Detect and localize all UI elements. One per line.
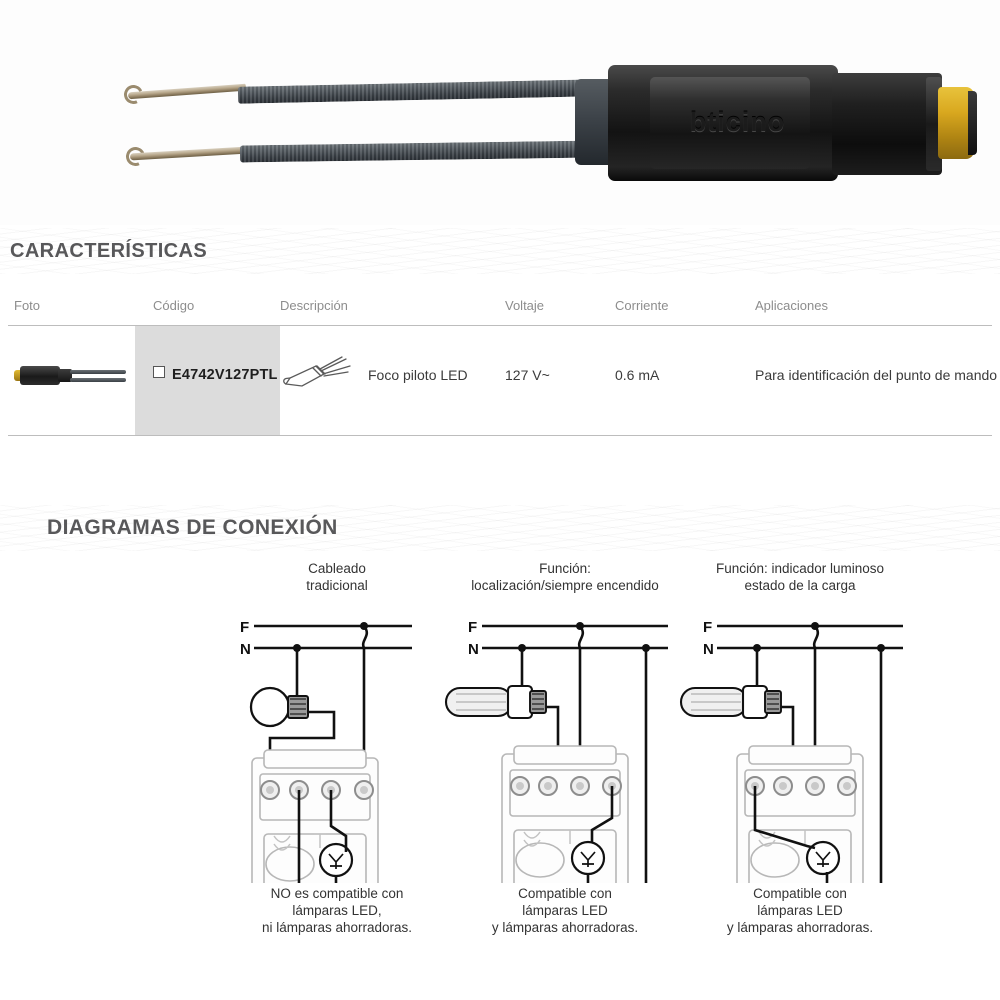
code-checkbox[interactable] — [153, 366, 165, 378]
table-row: E4742V127PTL — [0, 325, 1000, 425]
pilot-lamp-symbol — [805, 840, 841, 876]
switch-module-markings — [273, 833, 326, 851]
thumbnail-neck — [58, 369, 72, 382]
switch-module-markings — [758, 829, 811, 847]
diagram-3-caption-top: Función: indicador luminoso estado de la… — [675, 560, 925, 600]
live-to-switch-wire — [361, 625, 369, 790]
switch-module-body — [251, 749, 379, 883]
wiring-diagram-indicador-carga: Función: indicador luminoso estado de la… — [675, 560, 925, 935]
diagram-1-caption-top: Cableado tradicional — [212, 560, 462, 600]
diagram-1-caption-top-line2: tradicional — [306, 578, 368, 593]
diagram-2-caption-top-line1: Función: — [539, 561, 591, 576]
lamp-barrel-collar — [650, 77, 810, 169]
led-lens-rim — [968, 91, 977, 155]
table-top-rule — [8, 325, 992, 326]
features-header-texture — [0, 228, 1000, 274]
product-code-text: E4742V127PTL — [172, 367, 278, 383]
product-thumbnail-icon — [14, 360, 126, 390]
neutral-label: N — [468, 641, 479, 658]
diagram-1-caption-top-line1: Cableado — [308, 561, 366, 576]
diagram-2-caption-bottom-line1: Compatible con — [518, 886, 612, 901]
live-label: F — [240, 619, 249, 636]
diagram-1-caption-bottom-line1: NO es compatible con — [270, 886, 404, 901]
diagram-3-caption-bottom-line3: y lámparas ahorradoras. — [726, 920, 874, 935]
lamp-neck — [832, 73, 942, 175]
neutral-label: N — [240, 641, 251, 658]
product-hero-image: bticino — [0, 0, 1000, 225]
cell-foto — [0, 360, 135, 390]
pilot-return-to-neutral — [825, 648, 883, 883]
insulated-wire-lower — [239, 140, 599, 163]
wiring-diagram-cableado-tradicional: Cableado tradicional F N — [212, 560, 462, 935]
terminal-row — [745, 776, 857, 796]
diagram-3-caption-bottom-line1: Compatible con — [753, 886, 847, 901]
diagram-3-caption-bottom-line2: lámparas LED — [757, 903, 843, 918]
features-section-title: CARACTERÍSTICAS — [10, 240, 208, 262]
wire-tip-lower — [129, 146, 249, 161]
diagram-2-caption-top-line2: localización/siempre encendido — [471, 578, 659, 593]
pilot-wire-left — [297, 790, 338, 883]
column-header-foto: Foto — [14, 297, 41, 313]
thumbnail-body — [20, 366, 60, 385]
product-photo: bticino — [110, 35, 977, 195]
table-bottom-rule — [8, 435, 992, 436]
pilot-lamp-symbol — [570, 840, 606, 876]
table-header-row: Foto Código Descripción Voltaje Corrient… — [0, 285, 1000, 325]
diagram-1-caption-bottom-line3: ni lámparas ahorradoras. — [261, 920, 413, 935]
column-header-codigo: Código — [153, 297, 195, 313]
wire-tip-upper — [127, 83, 247, 100]
live-label: F — [703, 619, 712, 636]
neutral-label: N — [703, 641, 714, 658]
wiring-diagram-localizacion: Función: localización/siempre encendido … — [440, 560, 690, 935]
cell-aplicaciones: Para identificación del punto de mando — [755, 367, 998, 383]
insulated-wire-upper — [237, 79, 599, 104]
thumbnail-wire-upper — [70, 370, 126, 374]
column-header-corriente: Corriente — [615, 297, 669, 313]
column-header-descripcion: Descripción — [280, 297, 348, 313]
diagrams-header-texture — [0, 505, 1000, 551]
led-lamp-line-icon — [283, 356, 351, 387]
diagram-2-caption-bottom-line3: y lámparas ahorradoras. — [491, 920, 639, 935]
brand-logo-emboss: bticino — [689, 106, 786, 137]
diagram-2-caption-bottom: Compatible con lámparas LED y lámparas a… — [440, 885, 690, 936]
diagram-2-caption-bottom-line2: lámparas LED — [522, 903, 608, 918]
diagram-3-schematic: F N — [679, 619, 903, 883]
cell-corriente: 0.6 mA — [615, 367, 660, 383]
wiring-diagrams-group: Cableado tradicional F N — [0, 560, 1000, 960]
diagram-3-caption-bottom: Compatible con lámparas LED y lámparas a… — [675, 885, 925, 936]
cell-codigo: E4742V127PTL — [135, 366, 280, 384]
diagrams-section-title: DIAGRAMAS DE CONEXIÓN — [47, 516, 338, 539]
product-description-text: Foco piloto LED — [368, 367, 468, 383]
thumbnail-wire-lower — [70, 378, 126, 382]
diagram-2-schematic: F N — [444, 619, 668, 883]
cell-voltaje: 127 V~ — [505, 367, 550, 383]
diagram-1-caption-bottom-line2: lámparas LED, — [292, 903, 382, 918]
diagram-2-caption-top: Función: localización/siempre encendido — [440, 560, 690, 600]
incandescent-bulb-icon — [249, 686, 309, 728]
diagram-3-caption-top-line2: estado de la carga — [744, 578, 856, 593]
column-header-voltaje: Voltaje — [505, 297, 545, 313]
diagram-1-schematic: F N — [240, 619, 412, 883]
code-column-highlight — [135, 326, 280, 435]
specifications-table: Foto Código Descripción Voltaje Corrient… — [0, 285, 1000, 425]
thumbnail-lens — [14, 370, 21, 381]
switch-module-body — [501, 745, 629, 883]
cell-descripcion: Foco piloto LED — [280, 353, 505, 397]
pilot-wire-right — [329, 790, 348, 852]
diagram-1-caption-bottom: NO es compatible con lámparas LED, ni lá… — [212, 885, 462, 936]
cfl-lamp-icon — [679, 684, 782, 720]
cfl-lamp-icon — [444, 684, 547, 720]
diagram-3-caption-top-line1: Función: indicador luminoso — [715, 561, 885, 576]
live-to-switch-wire — [812, 625, 820, 786]
live-label: F — [468, 619, 477, 636]
switch-module-markings — [523, 829, 576, 847]
live-to-switch-wire — [577, 625, 585, 786]
pilot-wire-from-left-terminal — [753, 786, 816, 850]
pilot-wire-from-terminal — [590, 786, 614, 842]
pilot-return-to-neutral — [586, 648, 648, 883]
column-header-aplicaciones: Aplicaciones — [755, 297, 828, 313]
